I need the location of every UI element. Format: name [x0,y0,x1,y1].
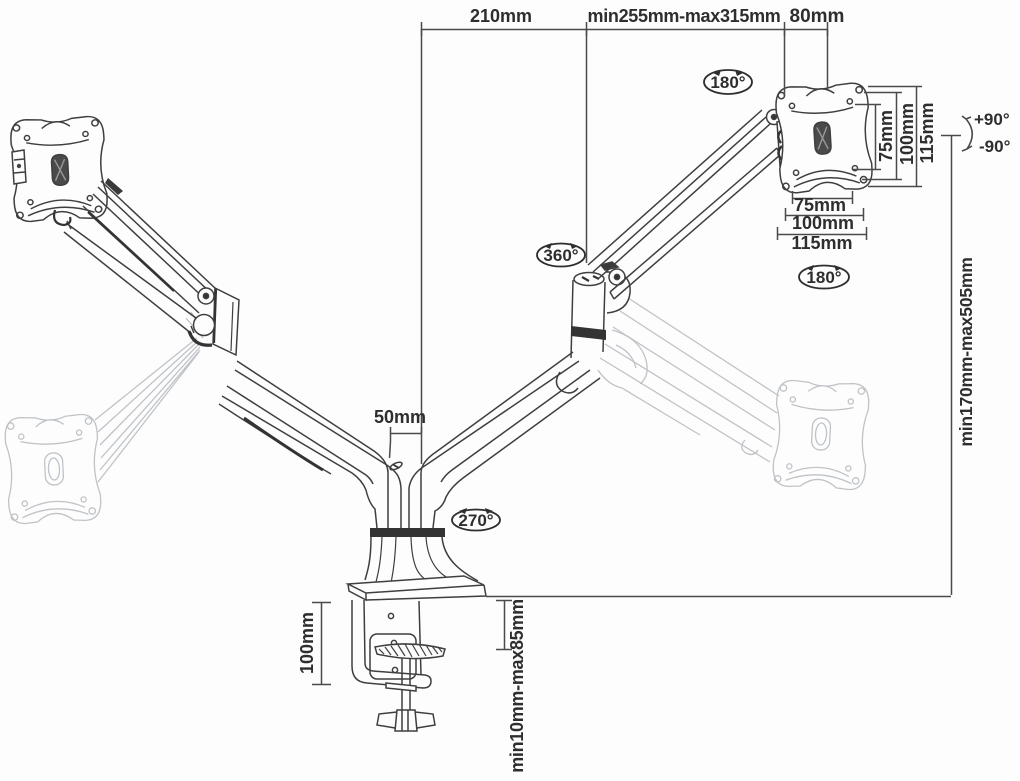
svg-text:115mm: 115mm [791,233,852,253]
svg-text:100mm: 100mm [297,612,317,674]
svg-text:min170mm-max505mm: min170mm-max505mm [956,257,976,446]
svg-text:180°: 180° [710,73,745,92]
svg-text:360°: 360° [543,246,578,265]
svg-text:+90°: +90° [974,110,1010,129]
svg-text:80mm: 80mm [790,6,845,27]
svg-text:75mm: 75mm [794,195,846,215]
svg-text:min10mm-max85mm: min10mm-max85mm [507,599,527,773]
svg-text:75mm: 75mm [876,110,896,162]
svg-text:270°: 270° [458,511,493,530]
svg-text:180°: 180° [806,268,841,287]
svg-text:50mm: 50mm [374,407,426,427]
svg-text:115mm: 115mm [917,102,937,163]
svg-text:210mm: 210mm [470,6,532,26]
svg-text:-90°: -90° [979,137,1011,156]
svg-text:min255mm-max315mm: min255mm-max315mm [587,6,780,26]
svg-text:100mm: 100mm [897,103,917,165]
svg-text:100mm: 100mm [792,213,854,233]
